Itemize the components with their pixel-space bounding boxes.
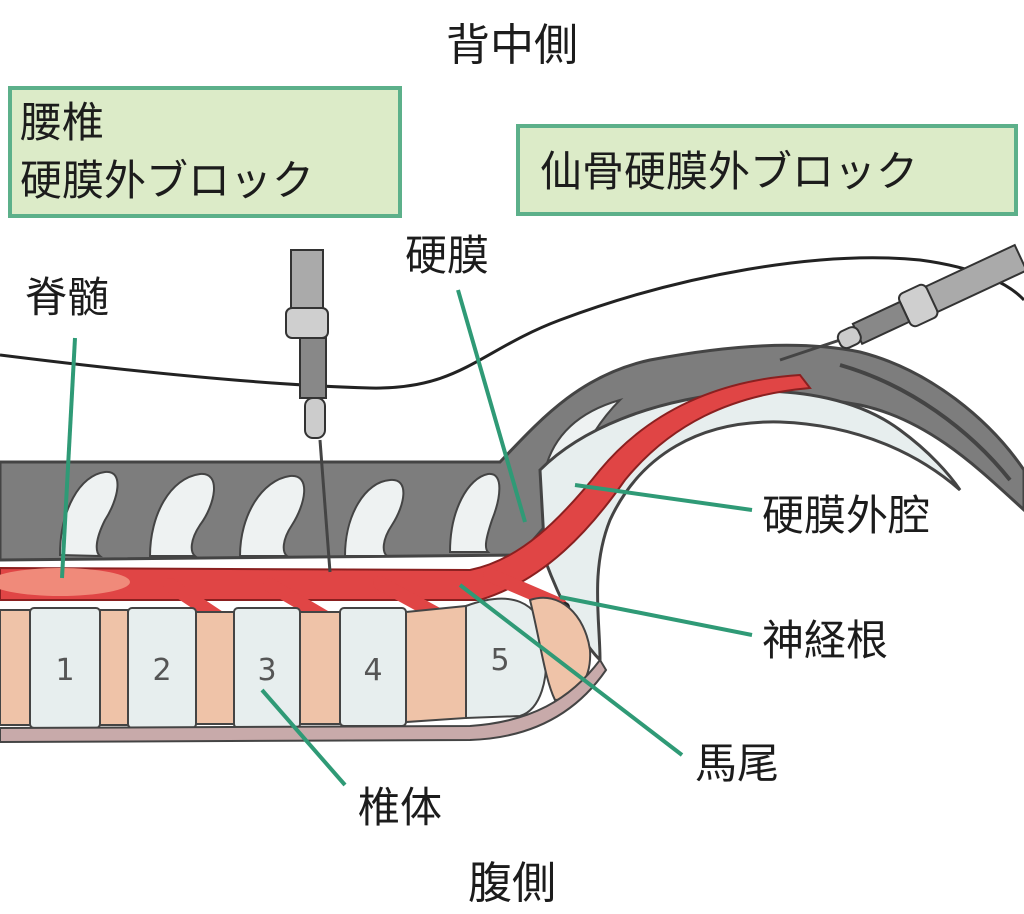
lumbar-block-title-line1: 腰椎 <box>20 98 104 147</box>
anterior-border <box>0 658 608 744</box>
sacral-block-box <box>516 124 1018 216</box>
ventral-side-label: 腹側 <box>468 858 556 909</box>
back-skin-line <box>0 256 1024 390</box>
lumbar-block-title-line2: 硬膜外ブロック <box>20 156 314 205</box>
vertebral-body-label: 椎体 <box>358 783 442 832</box>
sacral-hiatus-edge <box>839 363 1012 482</box>
spinal-cord-end <box>0 568 130 596</box>
cauda-equina-label: 馬尾 <box>695 739 779 788</box>
sacral-needle <box>779 243 1024 362</box>
vertebra-number: 5 <box>490 643 509 678</box>
epidural-space-label: 硬膜外腔 <box>762 491 930 540</box>
spinal-cord-label: 脊髄 <box>25 273 109 322</box>
nerve-root-label: 神経根 <box>762 616 888 665</box>
lumbar-needle <box>285 249 332 573</box>
lumbar-block-box <box>8 86 402 218</box>
vertebra-number: 1 <box>55 653 74 688</box>
dura-label: 硬膜 <box>405 231 489 280</box>
leader-lines <box>60 289 753 787</box>
dorsal-side-label: 背中側 <box>446 20 578 71</box>
vertebra-number: 3 <box>257 653 276 688</box>
vertebra-number: 2 <box>152 653 171 688</box>
vertebra-number: 4 <box>363 653 382 688</box>
sacral-block-title: 仙骨硬膜外ブロック <box>540 147 918 196</box>
